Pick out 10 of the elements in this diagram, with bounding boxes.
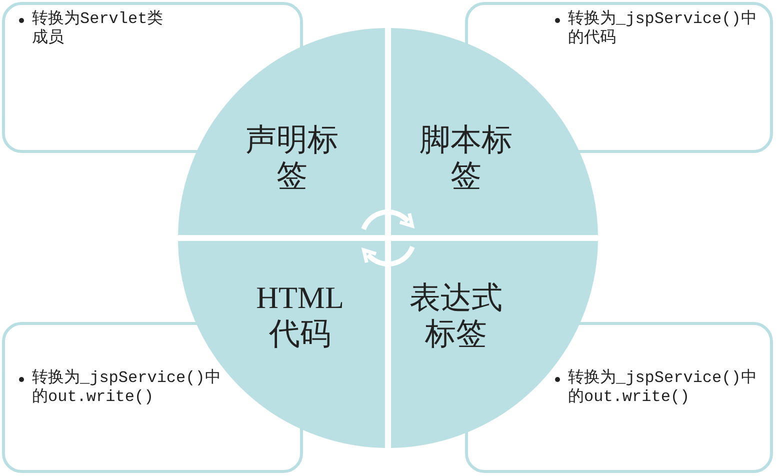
segment-title: 表达式标签	[408, 280, 504, 352]
bullet-text: 转换为_jspService()中的out.write()	[32, 369, 222, 408]
curved-arrow	[362, 246, 415, 266]
bullet-text: 转换为Servlet类成员	[32, 10, 164, 48]
segment-title: HTML代码	[255, 280, 345, 352]
curved-arrow	[361, 210, 414, 230]
bullet-text: 转换为_jspService()中的out.write()	[568, 369, 758, 408]
segment-title: 声明标签	[244, 122, 340, 194]
bullet-text: 转换为_jspService()中的代码	[568, 10, 758, 48]
segment-title: 脚本标签	[418, 122, 514, 194]
